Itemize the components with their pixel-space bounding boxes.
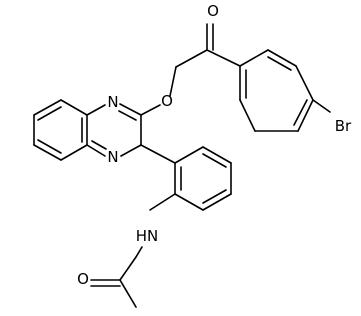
bond — [149, 193, 176, 211]
bond — [202, 146, 232, 164]
bond — [60, 99, 88, 116]
atom-labels: O O Br N N HN O — [77, 2, 352, 288]
bond — [312, 99, 331, 113]
ether-oxygen-label: O — [161, 92, 173, 110]
bond — [295, 65, 314, 101]
carbonyl-oxygen-label: O — [207, 2, 219, 20]
ring-nitrogen-bottom-label: N — [107, 148, 118, 166]
bond — [174, 146, 204, 164]
bond — [267, 56, 292, 71]
bond — [135, 246, 143, 258]
bond — [119, 103, 142, 116]
bond — [86, 144, 106, 157]
bromine-label: Br — [335, 117, 352, 135]
bond — [86, 104, 106, 116]
bond — [140, 104, 161, 116]
bond — [202, 189, 227, 204]
ring-nitrogen-top-label: N — [107, 93, 118, 111]
bond — [174, 193, 204, 211]
bond — [293, 99, 308, 126]
bond — [37, 106, 62, 121]
bond — [206, 49, 241, 67]
bond — [239, 99, 256, 132]
bond — [119, 279, 137, 308]
bond — [120, 144, 142, 157]
bond — [140, 144, 176, 164]
bond — [37, 139, 62, 154]
amide-nitrogen-label: HN — [136, 227, 159, 245]
bond — [60, 144, 88, 161]
bond — [33, 99, 62, 116]
bond — [118, 110, 137, 121]
amide-oxygen-label: O — [77, 270, 89, 288]
bond — [175, 49, 208, 68]
bond — [33, 144, 62, 161]
bond-group — [33, 23, 331, 308]
bond — [297, 99, 314, 132]
bond — [119, 256, 137, 281]
bond — [91, 140, 107, 150]
bond — [202, 193, 232, 211]
bond — [267, 49, 297, 67]
bond — [169, 66, 177, 97]
bond — [202, 153, 227, 168]
bond — [239, 49, 269, 67]
